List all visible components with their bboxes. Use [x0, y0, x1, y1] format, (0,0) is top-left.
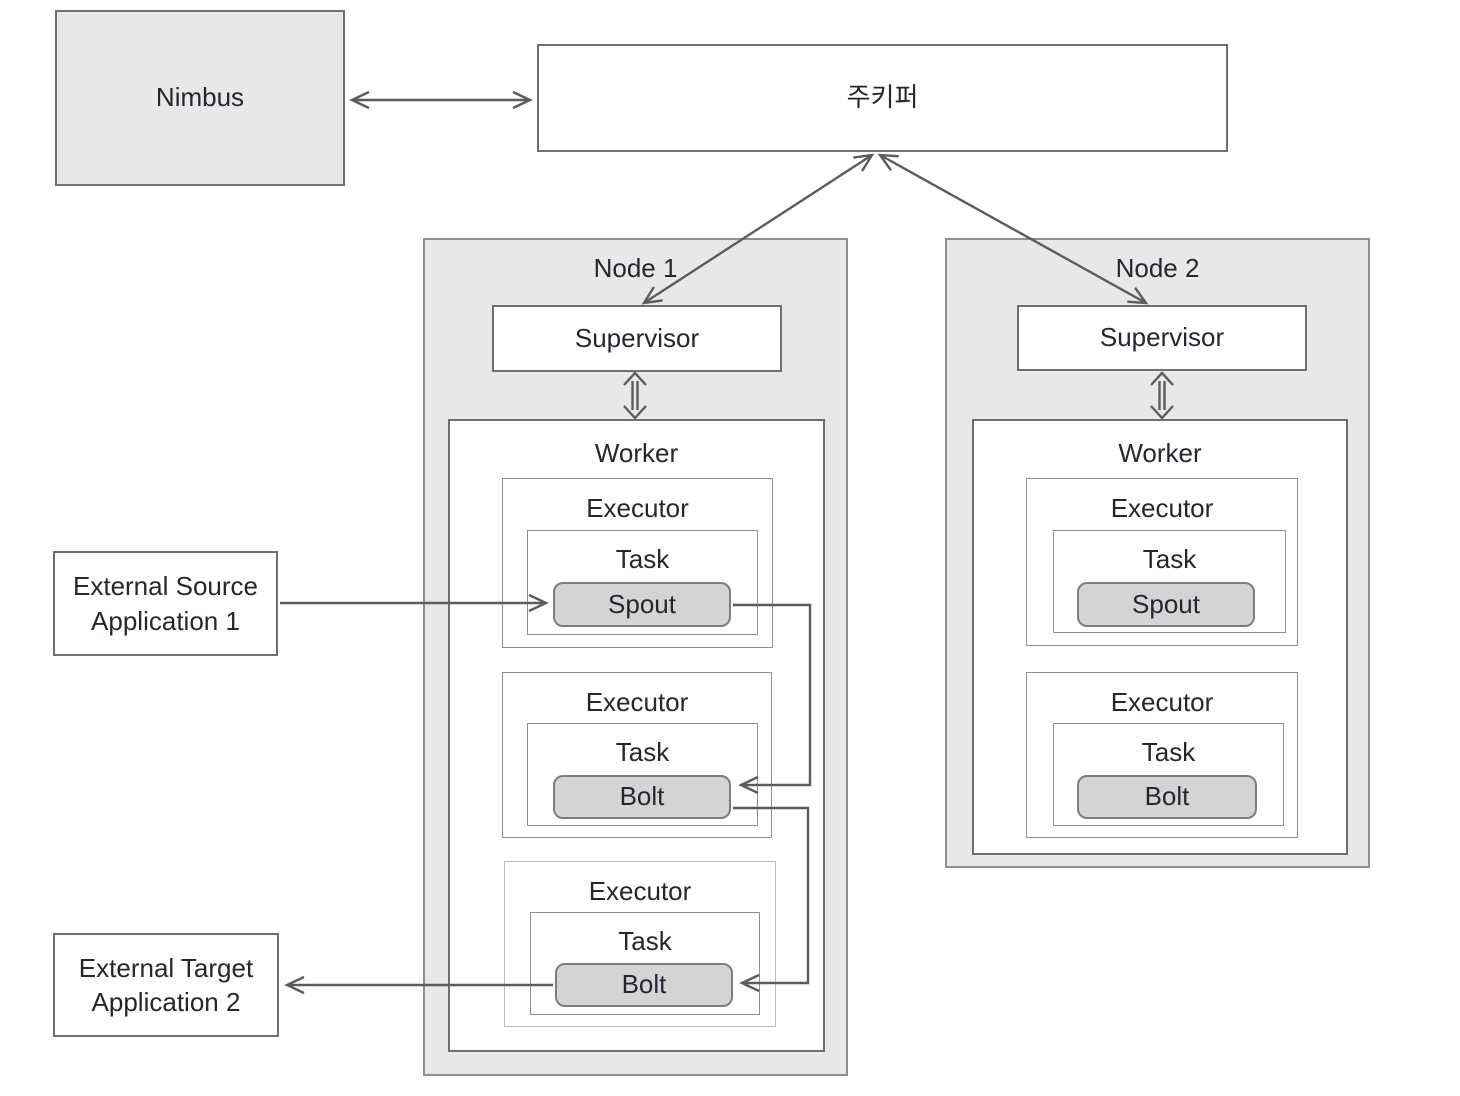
- external-source-label: External Source Application 1: [73, 571, 258, 636]
- node2-spout-box: Spout: [1077, 582, 1255, 627]
- node2-task2-label: Task: [1141, 737, 1196, 767]
- node1-bolt1-box: Bolt: [553, 775, 731, 819]
- node1-bolt2-label: Bolt: [621, 969, 667, 1000]
- zookeeper-box: 주키퍼: [537, 44, 1228, 152]
- external-target-box: External Target Application 2: [53, 933, 279, 1037]
- node2-task1-label: Task: [1142, 544, 1197, 574]
- external-source-box: External Source Application 1: [53, 551, 278, 656]
- external-target-label: External Target Application 2: [78, 952, 254, 1017]
- node1-spout-label: Spout: [608, 588, 676, 619]
- node2-label: Node 2: [1115, 253, 1200, 283]
- node1-supervisor-label: Supervisor: [574, 322, 700, 353]
- node2-supervisor-box: Supervisor: [1017, 305, 1307, 371]
- node2-executor1-label: Executor: [1110, 493, 1214, 523]
- node1-executor3-label: Executor: [588, 876, 692, 906]
- node1-task3-label: Task: [618, 926, 672, 956]
- node2-supervisor-label: Supervisor: [1099, 322, 1225, 353]
- node1-spout-box: Spout: [553, 582, 731, 627]
- node1-executor1-label: Executor: [586, 493, 689, 523]
- node2-spout-label: Spout: [1132, 588, 1200, 619]
- node1-bolt2-box: Bolt: [555, 963, 733, 1007]
- node1-bolt1-label: Bolt: [619, 781, 665, 812]
- node1-supervisor-box: Supervisor: [492, 305, 782, 372]
- node1-task2-label: Task: [615, 737, 670, 767]
- node1-label: Node 1: [593, 253, 678, 283]
- node2-bolt-box: Bolt: [1077, 775, 1257, 819]
- zookeeper-label: 주키퍼: [846, 82, 919, 113]
- node2-worker-label: Worker: [1118, 438, 1202, 468]
- node2-executor2-label: Executor: [1110, 687, 1214, 717]
- node1-worker-label: Worker: [594, 438, 679, 468]
- node2-bolt-label: Bolt: [1144, 781, 1190, 812]
- node1-executor2-label: Executor: [585, 687, 689, 717]
- node1-task1-label: Task: [615, 544, 670, 574]
- nimbus-label: Nimbus: [155, 82, 245, 113]
- nimbus-box: Nimbus: [55, 10, 345, 186]
